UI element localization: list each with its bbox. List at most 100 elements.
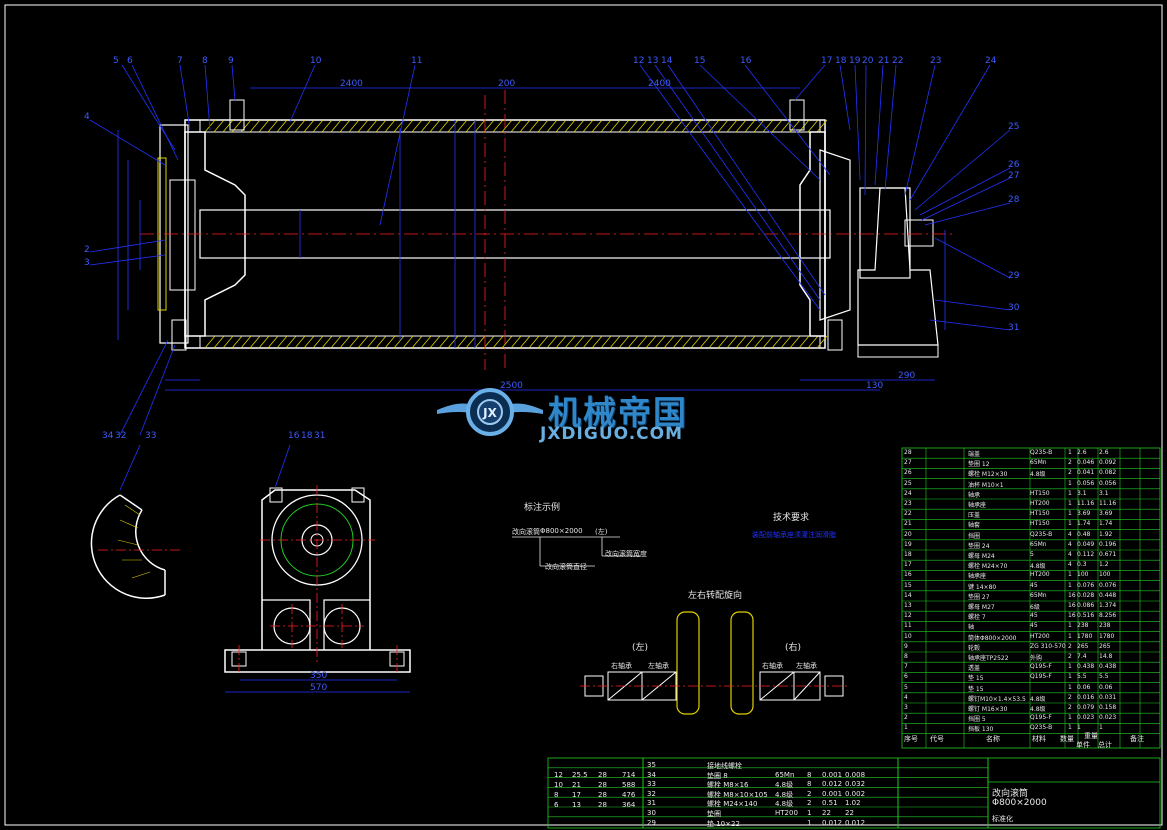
callout-25: 25	[1008, 122, 1020, 132]
callout-14: 14	[661, 56, 673, 66]
tech-line: 装配前轴承座须灌注润滑脂	[752, 531, 836, 539]
callout-24: 24	[985, 56, 997, 66]
bom-cell-material: 45	[1030, 612, 1038, 620]
lower-left-cell-a: 6	[554, 801, 559, 809]
bom-cell-name: 挡圈 5	[968, 716, 986, 724]
orientation-label-a-right: 右轴承	[762, 662, 783, 670]
bom-cell-w2: 100	[1099, 571, 1111, 579]
orientation-title: 左右转配旋向	[688, 591, 743, 601]
bom-cell-w2: 11.16	[1099, 500, 1117, 507]
bom-cell-no: 24	[904, 489, 912, 497]
callout-11: 11	[411, 56, 423, 66]
bom-cell-w1: 0.06	[1077, 683, 1091, 691]
lower-mid-cell-name: 接地线螺栓	[707, 762, 742, 770]
callout-23: 23	[930, 56, 942, 66]
bom-cell-qty: 16	[1068, 602, 1076, 609]
bom-cell-no: 17	[904, 561, 912, 569]
bom-cell-no: 2	[904, 714, 908, 722]
lower-tables-grid	[547, 757, 1161, 829]
dim-top-1: 2400	[340, 79, 363, 89]
lower-mid-cell-name: 螺栓 M8×10×105	[707, 790, 768, 799]
bom-cell-name: 螺栓 7	[968, 614, 986, 622]
lower-mid-cell-no: 32	[647, 789, 656, 798]
right-bearing-housing	[859, 187, 911, 279]
bom-header-name: 名称	[986, 735, 1000, 743]
bom-cell-name: 螺栓 M24×70	[968, 563, 1008, 571]
callout-22: 22	[892, 56, 904, 66]
dim-bottom-1: 2500	[500, 381, 523, 391]
bom-cell-qty: 2	[1068, 693, 1072, 701]
bom-cell-w2: 0.158	[1099, 704, 1117, 711]
bom-cell-w2: 0.438	[1099, 663, 1117, 671]
bom-cell-w2: 0.06	[1099, 683, 1113, 691]
bom-table-grid	[901, 447, 1161, 749]
bom-cell-name: 螺母 M24	[968, 553, 995, 560]
lower-mid-cell-w1: 0.51	[822, 799, 838, 808]
callout-12: 12	[633, 56, 645, 66]
orientation-right: (右)	[785, 643, 802, 653]
bom-cell-material: 5	[1030, 551, 1034, 558]
lower-mid-cell-w2: 1.02	[845, 799, 861, 808]
bom-cell-w2: 0.076	[1099, 581, 1117, 589]
bom-cell-qty: 2	[1068, 642, 1072, 650]
callout-16b: 16	[288, 431, 300, 441]
lower-mid-cell-w2: 0.002	[845, 789, 866, 798]
lower-mid-cell-no: 33	[647, 780, 656, 789]
title-block-label: 标准化	[992, 815, 1013, 823]
bom-cell-w1: 1.74	[1077, 520, 1091, 528]
lower-mid-cell-qty: 1	[807, 818, 812, 827]
annotation-suffix: (左)	[595, 528, 608, 536]
bom-cell-qty: 1	[1068, 500, 1072, 507]
tech-title: 技术要求	[773, 513, 810, 523]
bom-cell-w2: 8.256	[1099, 612, 1117, 620]
annotation-model-label: 改向滚筒	[512, 528, 540, 536]
bom-cell-no: 18	[904, 551, 912, 558]
lower-left-cell-a: 12	[554, 771, 563, 779]
callout-26: 26	[1008, 160, 1020, 170]
callout-32: 32	[115, 431, 127, 441]
lower-left-cell-b: 13	[572, 801, 581, 809]
bom-cell-name: 垫 15	[968, 675, 984, 683]
lower-mid-cell-w1: 0.012	[822, 780, 843, 789]
bom-cell-qty: 16	[1068, 612, 1076, 620]
shell-bolts	[171, 99, 843, 351]
bom-cell-w2: 1.374	[1099, 602, 1117, 609]
callout-8: 8	[202, 56, 208, 66]
bom-cell-name: 筒体Φ800×2000	[968, 634, 1017, 642]
right-hub	[799, 131, 826, 337]
bom-header-single: 单件	[1076, 741, 1090, 749]
callout-31: 31	[1008, 323, 1020, 333]
lower-mid-cell-w2: 22	[845, 809, 854, 817]
bom-cell-w2: 5.5	[1099, 673, 1109, 681]
bom-cell-w1: 0.016	[1077, 693, 1095, 701]
bom-cell-material: 4.8级	[1030, 695, 1046, 703]
bom-cell-no: 7	[904, 663, 908, 671]
callout-19: 19	[849, 56, 861, 66]
bom-cell-qty: 1	[1068, 714, 1072, 722]
bom-cell-w2: 0.196	[1099, 540, 1117, 548]
bom-cell-w1: 2.6	[1077, 449, 1087, 456]
bom-cell-qty: 1	[1068, 571, 1072, 579]
bom-header: 序号 代号 名称 数量 材料 单件 总计 重量 备注	[902, 730, 1160, 749]
bom-cell-qty: 1	[1068, 683, 1072, 691]
bom-cell-qty: 1	[1068, 520, 1072, 528]
lower-mid-cell-no: 29	[647, 818, 656, 827]
lower-mid-cell-no: 30	[647, 809, 656, 817]
bom-cell-name: 螺栓 M12×30	[968, 471, 1008, 479]
lower-left-cell-c: 28	[598, 801, 607, 809]
bom-cell-no: 11	[904, 622, 912, 630]
bom-cell-qty: 1	[1068, 673, 1072, 681]
bom-cell-w1: 100	[1077, 571, 1089, 579]
bom-cell-no: 5	[904, 683, 908, 691]
